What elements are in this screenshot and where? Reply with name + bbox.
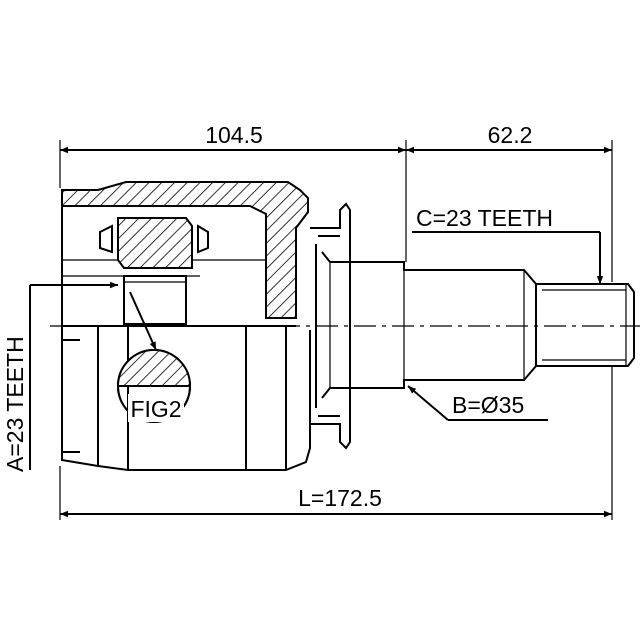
dim-104-5-label: 104.5 bbox=[205, 122, 263, 148]
diameter-b-label: B=Ø35 bbox=[452, 392, 524, 418]
callout-spline-c: C=23 TEETH bbox=[412, 205, 604, 284]
callout-diameter-b: B=Ø35 bbox=[407, 385, 548, 421]
output-shaft bbox=[321, 251, 635, 399]
dimension-total-length: L=172.5 bbox=[59, 366, 613, 520]
spline-c-label: C=23 TEETH bbox=[416, 205, 553, 231]
dimension-104-5: 104.5 bbox=[59, 122, 407, 262]
joint-housing bbox=[61, 181, 311, 471]
spline-a-label: A=23 TEETH bbox=[2, 336, 28, 472]
dimension-62-2: 62.2 bbox=[406, 122, 613, 282]
fig2-label: FIG2 bbox=[130, 396, 181, 422]
dim-62-2-label: 62.2 bbox=[488, 122, 533, 148]
callout-spline-a: A=23 TEETH bbox=[2, 281, 118, 472]
dim-total-label: L=172.5 bbox=[298, 485, 382, 511]
